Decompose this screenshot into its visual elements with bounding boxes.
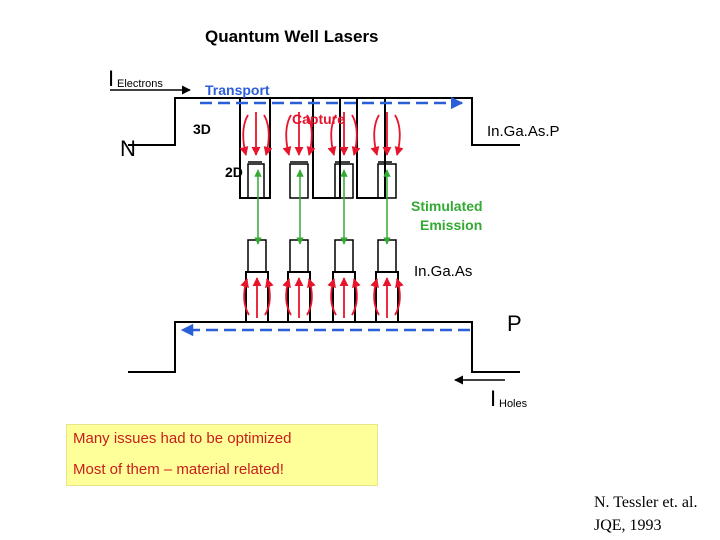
i-holes-subscript: Holes <box>499 398 528 410</box>
valence-wells <box>245 271 399 322</box>
valence-band <box>128 321 520 373</box>
well-box <box>247 163 265 199</box>
3d-label: 3D <box>193 121 211 137</box>
well-box <box>289 163 309 199</box>
note-box: Many issues had to be optimized Most of … <box>66 424 378 486</box>
citation-authors: N. Tessler et. al. <box>594 494 698 511</box>
transport-label: Transport <box>205 82 270 98</box>
ingaasp-label: In.Ga.As.P <box>487 123 560 140</box>
emission-arrows <box>254 169 391 245</box>
valence-well-box <box>247 239 267 273</box>
n-region-label: N <box>120 136 136 161</box>
ingaas-label: In.Ga.As <box>414 263 473 280</box>
stimulated-label: Stimulated <box>411 198 483 214</box>
i-electrons-subscript: Electrons <box>117 78 163 90</box>
conduction-band <box>128 97 520 146</box>
capture-arrows-top <box>239 112 404 156</box>
note-line-2: Most of them – material related! <box>73 461 284 478</box>
valence-well-box <box>334 239 354 273</box>
capture-label: Capture <box>292 111 345 127</box>
capture-arrows-bottom <box>240 277 404 318</box>
i-holes-symbol: I <box>490 386 497 411</box>
2d-label: 2D <box>225 164 243 180</box>
emission-label: Emission <box>420 217 483 233</box>
valence-well-box <box>289 239 309 273</box>
note-line-1: Many issues had to be optimized <box>73 430 292 447</box>
page-title: Quantum Well Lasers <box>205 27 379 46</box>
p-region-label: P <box>507 311 522 336</box>
i-electrons-symbol: I <box>108 66 115 91</box>
citation-journal: JQE, 1993 <box>594 517 662 534</box>
valence-well-box <box>377 239 397 273</box>
